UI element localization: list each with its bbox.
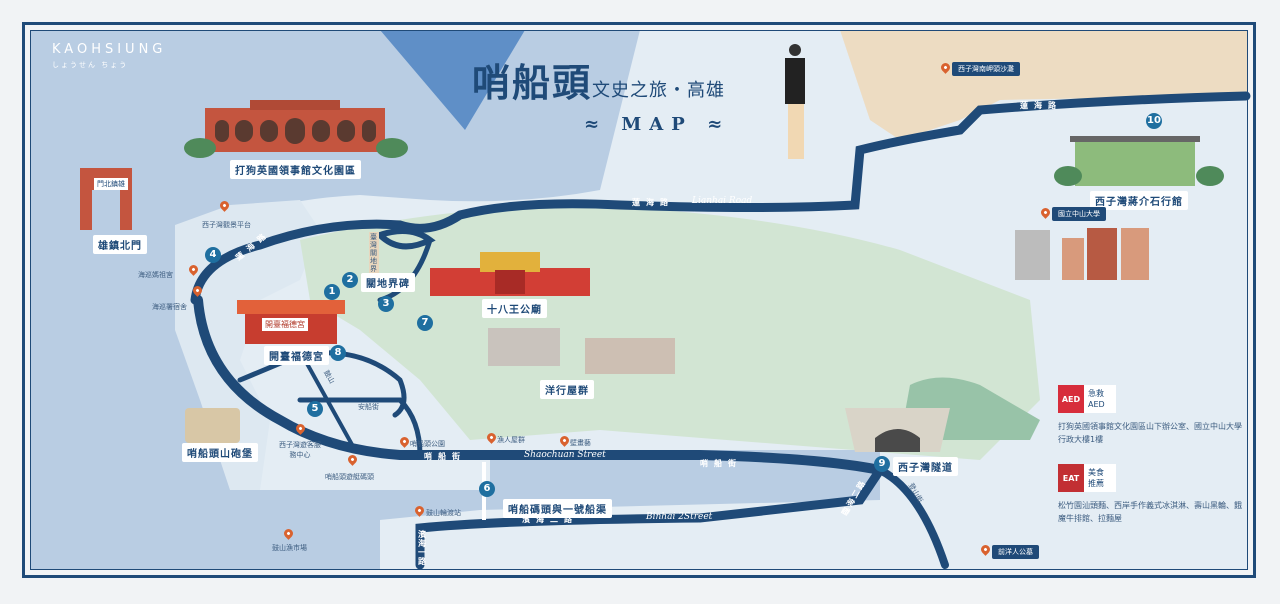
tag-pin-label[interactable]: 國立中山大學 — [1052, 207, 1106, 221]
landmark-label-10[interactable]: 西子灣蔣介石行館 — [1090, 191, 1188, 210]
woman-figure — [785, 44, 805, 159]
fort — [185, 408, 240, 443]
landmark-marker-1[interactable]: 1 — [324, 284, 340, 300]
title-main: 哨船頭 — [472, 60, 593, 105]
road-anchuan: 安船街 — [358, 403, 379, 411]
pin-label: 哨船頭遊艇碼頭 — [325, 473, 374, 481]
pin-label: 鼓山輪渡站 — [426, 509, 461, 517]
boundary-stone-sign: 臺灣關地界 — [369, 232, 379, 274]
landmark-marker-3[interactable]: 3 — [378, 296, 394, 312]
road-shaochuan-zh: 哨船街 — [424, 452, 466, 461]
road-lianhai-zh-east: 蓮海路 — [1020, 101, 1062, 110]
landmark-label-2[interactable]: 關地界碑 — [361, 273, 415, 292]
pin-label: 西子灣觀景平台 — [202, 221, 251, 229]
pin-label: 漁人屋群 — [497, 436, 525, 444]
cutlery-icon: EAT — [1058, 464, 1084, 492]
binhai-2-road — [415, 465, 885, 570]
road-binhai2-zh: 濱海二路 — [522, 515, 578, 524]
legend-food: EAT 美食 推薦 — [1058, 464, 1116, 492]
landmark-label-3[interactable]: 十八王公廟 — [482, 299, 547, 318]
landmark-label-6[interactable]: 哨船碼頭與一號船渠 — [503, 499, 612, 518]
landmark-marker-8[interactable]: 8 — [330, 345, 346, 361]
landmark-marker-2[interactable]: 2 — [342, 272, 358, 288]
map-title: 哨船頭文史之旅・高雄 — [472, 52, 725, 107]
university-buildings — [1015, 228, 1149, 280]
road-shaochuan-en: Shaochuan Street — [524, 450, 606, 460]
shaochuan-street — [193, 295, 885, 475]
landmark-label-4[interactable]: 雄鎮北門 — [93, 235, 147, 254]
fude-temple-sign: 開臺福德宮 — [262, 318, 308, 331]
pin-label: 海巡媽祖宮 — [138, 271, 173, 279]
legend-aed-text: 打狗英國領事館文化園區山下辦公室、國立中山大學行政大樓1樓 — [1058, 422, 1242, 444]
landmark-marker-7[interactable]: 7 — [417, 315, 433, 331]
north-gate-sign: 門北鎮雄 — [94, 178, 128, 190]
tag-pin-label[interactable]: 西子灣南岬頭沙灘 — [952, 62, 1020, 76]
aed-heart-icon: AED — [1058, 385, 1084, 413]
road-binhai1-zh: 濱海一路 — [418, 530, 426, 566]
chiang-residence — [1054, 136, 1224, 186]
tunnel — [845, 408, 950, 452]
landmark-label-5[interactable]: 哨船頭山砲堡 — [182, 443, 258, 462]
lianhai-road — [190, 91, 1251, 305]
pin-label: 西子灣遊客服務中心 — [279, 441, 321, 459]
road-binhai2-en: Binhai 2Street — [646, 512, 713, 522]
pin-label: 壁畫藝 — [570, 439, 591, 447]
landmark-marker-6[interactable]: 6 — [479, 481, 495, 497]
pin-label: 海巡署宿舍 — [152, 303, 187, 311]
wave-right-icon: ≈ — [707, 114, 731, 135]
wave-left-icon: ≈ — [584, 114, 608, 135]
brand-name: KAOHSIUNG — [52, 42, 167, 57]
map-word: MAP — [621, 114, 693, 135]
tag-pin-label[interactable]: 前洋人公墓 — [992, 545, 1039, 559]
pin-label: 鼓山漁市場 — [272, 544, 307, 552]
landmark-label-7[interactable]: 洋行屋群 — [540, 380, 594, 399]
road-shaochuan-zh-east: 哨船街 — [700, 459, 742, 468]
deep-sea — [380, 30, 525, 130]
landmark-marker-10[interactable]: 10 — [1146, 113, 1162, 129]
title-sub: 文史之旅・高雄 — [592, 80, 726, 101]
landmark-label-9[interactable]: 西子灣隧道 — [893, 457, 958, 476]
landmark-label-8[interactable]: 開臺福德宮 — [264, 346, 329, 365]
landmark-marker-5[interactable]: 5 — [307, 401, 323, 417]
map-label: ≈ MAP ≈ — [584, 114, 730, 135]
road-lianhai-zh: 蓮海路 — [632, 198, 674, 207]
brand-subtitle: しょうせん ちょう — [52, 61, 129, 69]
consulate-building — [184, 100, 408, 158]
legend-aed-title: 急救 AED — [1088, 389, 1105, 409]
sand-area — [840, 30, 1248, 140]
temple-18-kings — [430, 252, 590, 296]
western-houses — [488, 328, 675, 374]
landmark-label-1[interactable]: 打狗英國領事館文化園區 — [230, 160, 361, 179]
road-lianhai-en: Lianhai Road — [692, 196, 753, 206]
landmark-marker-4[interactable]: 4 — [205, 247, 221, 263]
legend-food-title: 美食 推薦 — [1088, 468, 1104, 488]
landmark-marker-9[interactable]: 9 — [874, 456, 890, 472]
legend-food-text: 松竹園汕頭麵、西岸手作義式冰淇淋、壽山黑輪、餓魔牛排館、拉麵屋 — [1058, 501, 1242, 523]
legend-aed: AED 急救 AED — [1058, 385, 1116, 413]
pin-label: 哨船頭公園 — [410, 440, 445, 448]
